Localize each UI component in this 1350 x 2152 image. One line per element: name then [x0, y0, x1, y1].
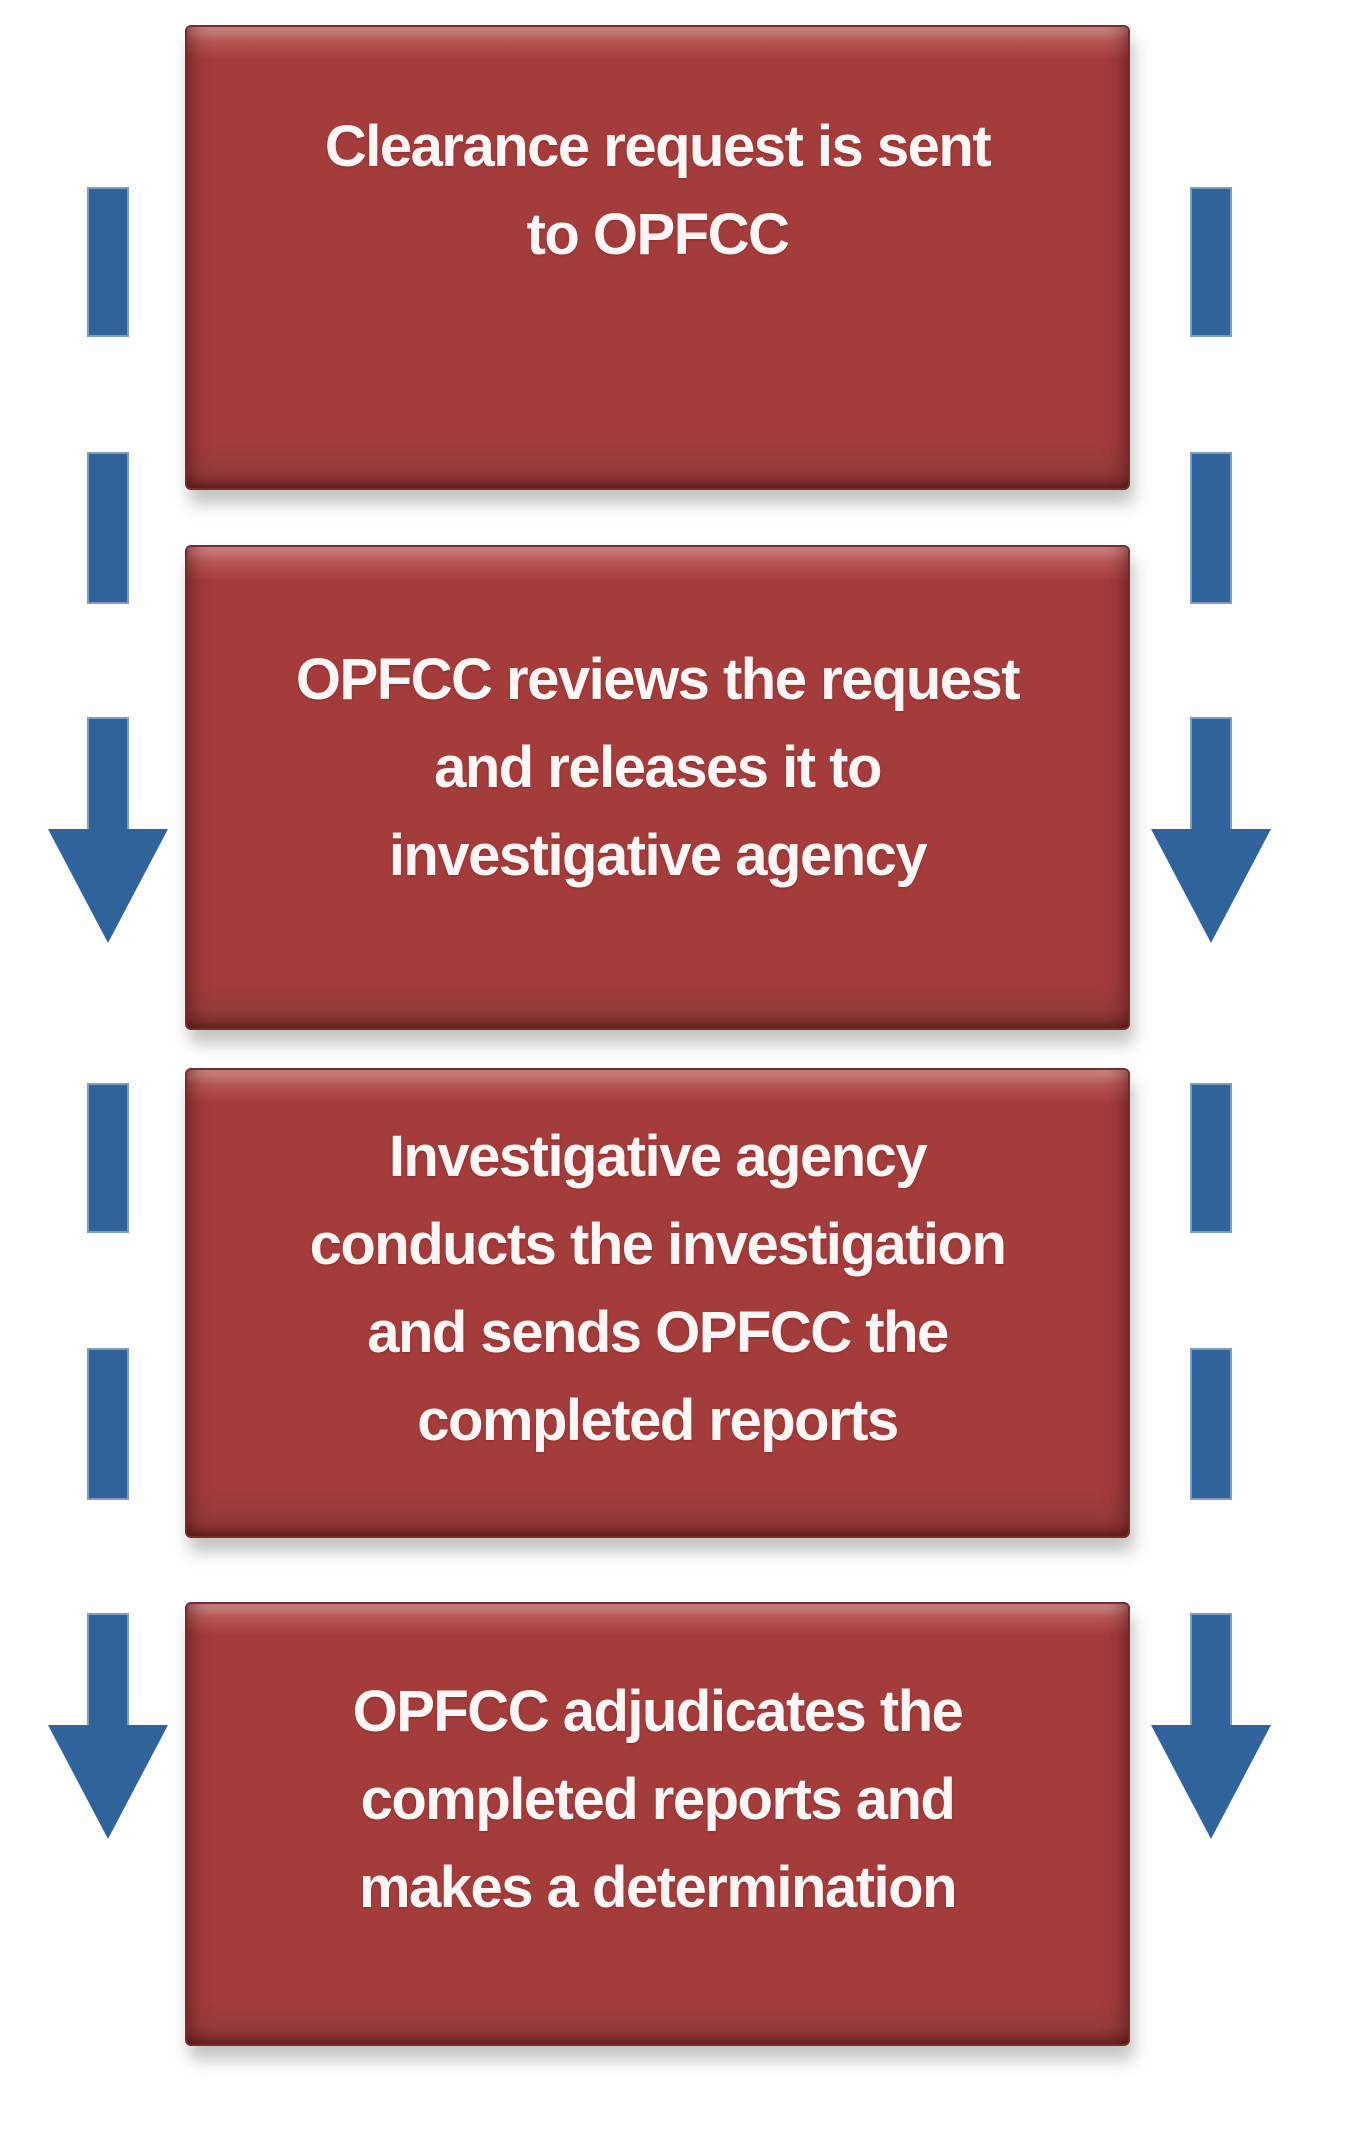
arrow-down-icon: [1151, 829, 1271, 943]
arrow-dash: [87, 1348, 129, 1500]
arrow-dash: [1190, 1348, 1232, 1500]
arrow-shaft: [87, 717, 129, 831]
arrow-dash: [1190, 1083, 1232, 1233]
flow-step-2: OPFCC reviews the request and releases i…: [185, 545, 1130, 1030]
dashed-down-arrow-left-top: [48, 187, 168, 944]
arrow-shaft: [1190, 717, 1232, 831]
arrow-down-icon: [1151, 1725, 1271, 1839]
flow-step-4: OPFCC adjudicates the completed reports …: [185, 1602, 1130, 2046]
arrow-dash: [87, 1083, 129, 1233]
arrow-shaft: [1190, 1613, 1232, 1727]
flow-step-3: Investigative agency conducts the invest…: [185, 1068, 1130, 1538]
arrow-dash: [1190, 187, 1232, 337]
flow-step-1-label: Clearance request is sent to OPFCC: [324, 113, 992, 267]
arrow-down-icon: [48, 1725, 168, 1839]
arrow-down-icon: [48, 829, 168, 943]
flow-step-2-label: OPFCC reviews the request and releases i…: [295, 646, 1021, 888]
dashed-down-arrow-right-bottom: [1151, 1083, 1271, 1840]
dashed-down-arrow-right-top: [1151, 187, 1271, 944]
arrow-dash: [1190, 452, 1232, 604]
flow-step-1: Clearance request is sent to OPFCC: [185, 25, 1130, 490]
dashed-down-arrow-left-bottom: [48, 1083, 168, 1840]
arrow-shaft: [87, 1613, 129, 1727]
flow-step-4-label: OPFCC adjudicates the completed reports …: [352, 1679, 964, 1920]
arrow-dash: [87, 187, 129, 337]
arrow-dash: [87, 452, 129, 604]
flow-step-3-label: Investigative agency conducts the invest…: [309, 1124, 1007, 1453]
